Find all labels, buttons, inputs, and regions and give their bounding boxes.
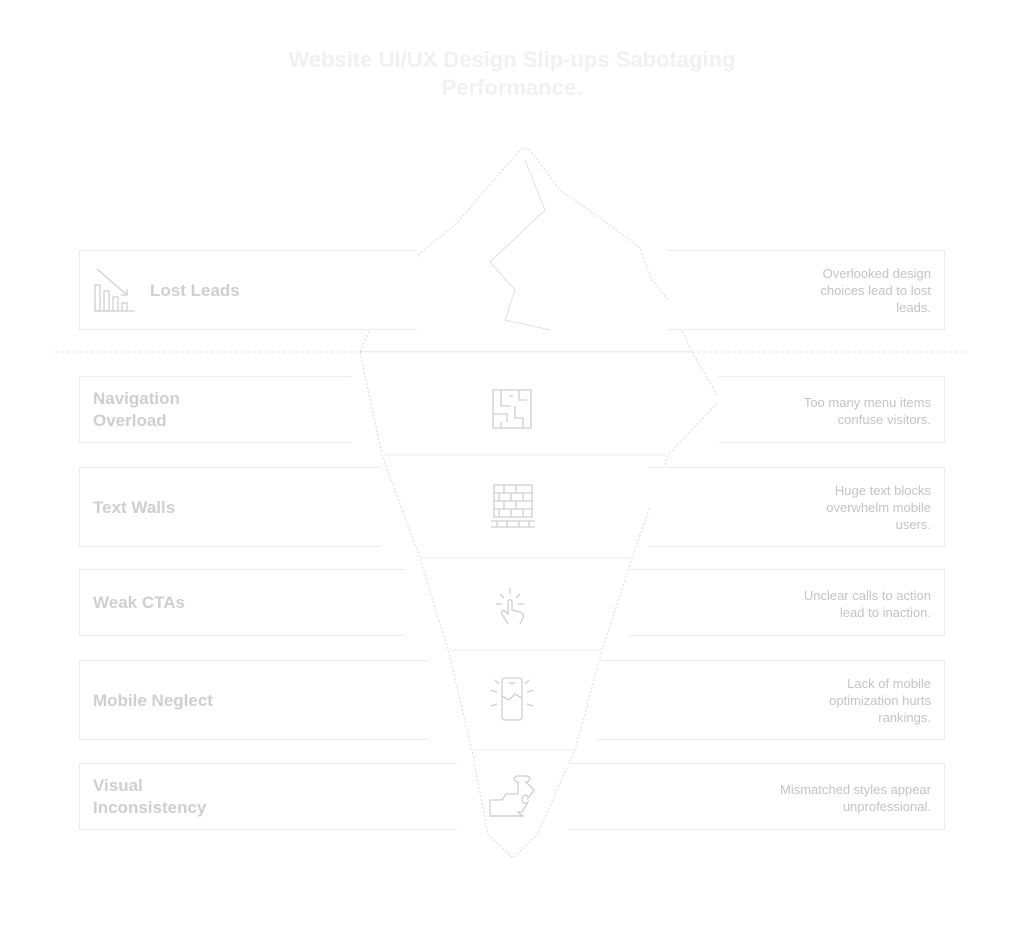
layer-desc-card: Huge text blocks overwhelm mobile users. <box>650 467 945 547</box>
layer-label: Navigation Overload <box>93 389 180 430</box>
layer-desc-card: Too many menu items confuse visitors. <box>718 376 945 443</box>
declining-bar-chart-icon <box>93 267 137 313</box>
layer-card-lost-leads: Lost Leads <box>79 250 417 330</box>
brick-wall-icon <box>491 483 535 529</box>
layer-description: Too many menu items confuse visitors. <box>803 395 931 427</box>
layer-label: Text Walls <box>93 498 176 517</box>
layer-description: Lack of mobile optimization hurts rankin… <box>829 676 931 725</box>
layer-description: Mismatched styles appear unprofessional. <box>779 782 931 814</box>
layer-card-text-walls: Text Walls <box>79 467 381 547</box>
layer-label: Lost Leads <box>150 281 240 300</box>
layer-desc-card: Mismatched styles appear unprofessional. <box>568 763 945 830</box>
layer-desc-card: Unclear calls to action lead to inaction… <box>630 569 945 636</box>
broken-phone-icon <box>489 676 535 724</box>
layer-card-navigation-overload: Navigation Overload <box>79 376 351 443</box>
maze-icon <box>491 388 533 430</box>
tap-hand-icon <box>492 584 532 626</box>
layer-desc-card: Lack of mobile optimization hurts rankin… <box>598 660 945 740</box>
layer-card-mobile-neglect: Mobile Neglect <box>79 660 429 740</box>
layer-description: Huge text blocks overwhelm mobile users. <box>826 483 931 532</box>
iceberg-tip <box>359 147 693 353</box>
layer-card-visual-inconsistency: Visual Inconsistency <box>79 763 457 830</box>
layer-label: Weak CTAs <box>93 593 185 612</box>
layer-description: Unclear calls to action lead to inaction… <box>803 588 931 620</box>
puzzle-piece-icon <box>488 772 538 820</box>
layer-card-weak-ctas: Weak CTAs <box>79 569 405 636</box>
layer-label: Visual Inconsistency <box>93 776 207 817</box>
layer-description: Overlooked design choices lead to lost l… <box>820 266 931 315</box>
layer-desc-card: Overlooked design choices lead to lost l… <box>668 250 945 330</box>
diagram-title: Website UI/UX Design Slip-ups Sabotaging… <box>288 47 736 100</box>
layer-label: Mobile Neglect <box>93 691 213 710</box>
iceberg-body <box>359 351 721 859</box>
iceberg-ridge <box>489 159 551 331</box>
